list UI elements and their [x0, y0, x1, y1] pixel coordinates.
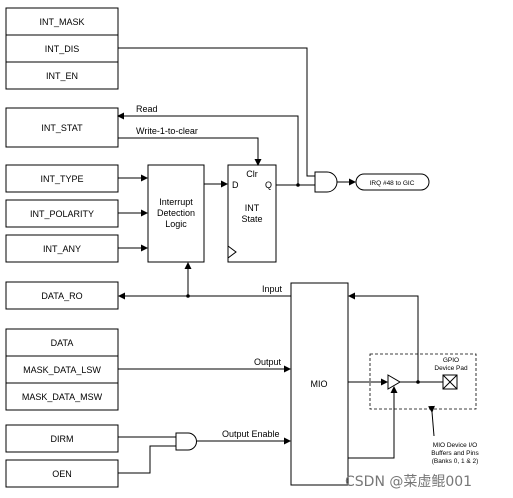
mio-note-pointer — [428, 405, 435, 437]
read-label: Read — [136, 104, 158, 114]
dirm-register: DIRM — [51, 434, 74, 444]
output-label: Output — [254, 357, 282, 367]
io-buffer-region — [369, 353, 477, 410]
write-clear-line — [118, 137, 262, 166]
data-register-group — [5, 328, 119, 411]
q-pin-label: Q — [265, 180, 272, 190]
input-label: Input — [262, 284, 283, 294]
mask-register-group — [5, 7, 119, 90]
logic-label-2: Detection — [157, 208, 195, 218]
write-clear-label: Write-1-to-clear — [136, 126, 198, 136]
int-polarity-register: INT_POLARITY — [30, 209, 94, 219]
data-ro-box — [5, 281, 119, 310]
int-dis-register: INT_DIS — [45, 44, 80, 54]
mio-note-line-2: Buffers and Pins — [431, 450, 479, 457]
data-register: DATA — [51, 338, 74, 348]
gpio-pad-label-2: Device Pad — [434, 365, 468, 372]
mio-label: MIO — [311, 379, 328, 389]
read-line — [117, 112, 299, 185]
logic-label-3: Logic — [165, 219, 187, 229]
mio-note-line-1: MIO Device I/O — [433, 442, 477, 449]
int-any-register: INT_ANY — [43, 244, 81, 254]
int-dis-line — [118, 47, 315, 177]
d-pin-label: D — [232, 180, 239, 190]
data-ro-register: DATA_RO — [41, 291, 82, 301]
int-mask-register: INT_MASK — [39, 17, 84, 27]
int-state-flipflop — [227, 164, 277, 263]
output-buffer-icon — [387, 374, 401, 390]
int-en-register: INT_EN — [46, 71, 78, 81]
logic-label-1: Interrupt — [159, 197, 193, 207]
interrupt-detection-logic — [147, 164, 205, 263]
gpio-pad-label-1: GPIO — [443, 357, 459, 364]
mio-block — [290, 282, 349, 486]
int-stat-register: INT_STAT — [41, 123, 83, 133]
oen-register: OEN — [52, 469, 72, 479]
int-state-label-2: State — [241, 214, 262, 224]
dirm-box — [5, 424, 119, 453]
pad-input-line — [348, 292, 419, 382]
clr-pin-label: Clr — [246, 169, 258, 179]
int-type-register: INT_TYPE — [40, 174, 83, 184]
int-type-box — [5, 164, 119, 193]
mask-data-lsw-register: MASK_DATA_LSW — [23, 365, 101, 375]
int-state-label-1: INT — [245, 203, 260, 213]
oe-and-gate-icon — [175, 432, 197, 451]
watermark: CSDN @菜虚鲲001 — [345, 474, 472, 490]
irq-output-box — [355, 173, 430, 191]
oe-control-line — [348, 386, 398, 459]
mask-data-msw-register: MASK_DATA_MSW — [22, 392, 103, 402]
oen-box — [5, 459, 119, 488]
clock-triangle-icon — [227, 245, 237, 259]
irq-label: IRQ #48 to GIC — [370, 180, 415, 187]
output-enable-label: Output Enable — [222, 429, 280, 439]
int-polarity-box — [5, 199, 119, 228]
int-stat-box — [5, 107, 119, 148]
mio-note-line-3: (Banks 0, 1 & 2) — [432, 458, 479, 465]
irq-and-gate-icon — [314, 171, 338, 193]
